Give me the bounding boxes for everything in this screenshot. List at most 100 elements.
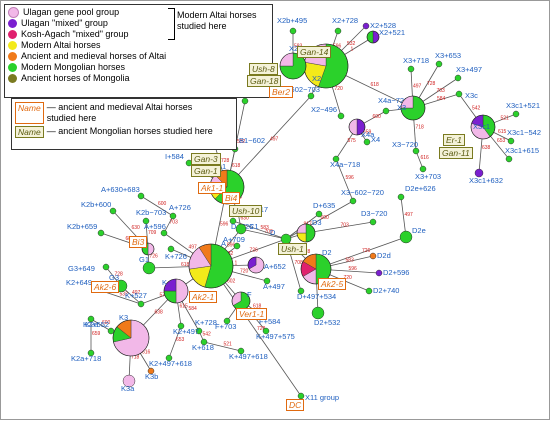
mutation-label: 726	[362, 248, 371, 254]
color-swatch	[8, 19, 17, 28]
network-edge	[140, 195, 174, 217]
mutation-label: 575	[348, 138, 357, 144]
haplogroup-label: K+527	[125, 291, 147, 300]
mongol-tag-ush-10: Ush-10	[229, 205, 263, 217]
haplogroup-label: D	[270, 228, 276, 237]
haplogroup-label: K	[162, 278, 167, 287]
haplotype-node: X3c1+615	[505, 146, 539, 163]
haplogroup-label: K2+649	[66, 278, 92, 287]
mutation-label: 618	[232, 163, 241, 169]
legend-name-tags: Name — ancient and medieval Altai horses…	[11, 98, 237, 150]
mutation-label: 659	[363, 130, 372, 136]
mutation-label: 583	[261, 225, 270, 231]
haplogroup-label: A+497	[263, 282, 285, 291]
haplotype-node: X4a	[348, 118, 375, 139]
mutation-label: 618	[181, 262, 190, 268]
mutation-label: 596	[346, 175, 355, 181]
node-slice	[375, 269, 383, 277]
haplogroup-label: D2+532	[314, 318, 340, 327]
network-edge	[90, 318, 112, 332]
haplotype-node: X2+521	[366, 28, 405, 44]
haplotype-node: X3−602−720	[341, 188, 384, 205]
haplotype-node: G1	[139, 255, 156, 275]
haplotype-node: X4	[363, 135, 380, 146]
haplogroup-label: D3−720	[361, 209, 387, 218]
node-slice	[107, 327, 115, 335]
node-slice	[122, 374, 136, 388]
mutation-label: 600	[373, 114, 382, 120]
mutation-label: 497	[413, 84, 422, 90]
haplogroup-label: K2a	[85, 320, 99, 329]
mutation-label: 521	[224, 342, 233, 348]
mutation-label: 600	[102, 320, 111, 326]
ancient-name-tag-sample: Name	[15, 102, 44, 124]
haplotype-node: K2+552	[83, 320, 115, 335]
haplogroup-label: K+497+618	[229, 352, 268, 361]
haplogroup-label: G3	[109, 273, 119, 282]
node-slice	[369, 218, 377, 226]
haplotype-node: C1	[235, 222, 259, 235]
mutation-label: 1	[351, 47, 354, 53]
node-slice	[334, 27, 342, 35]
haplotype-node: K+726	[165, 245, 187, 261]
haplogroup-label: K+497+575	[256, 332, 295, 341]
node-slice	[307, 92, 315, 100]
haplotype-node: K+618	[192, 338, 214, 352]
mutation-label: 583	[346, 258, 355, 264]
node-outline	[400, 95, 426, 121]
haplotype-node: A+497	[263, 277, 285, 291]
haplotype-node: D2	[300, 248, 332, 285]
haplogroup-label: F+703	[215, 322, 236, 331]
mutation-label: 618	[253, 304, 262, 310]
legend-bracket-label: Modern Altai horses studied here	[177, 10, 257, 31]
haplotype-node: X3+497	[454, 65, 482, 82]
mutation-label: 596	[349, 266, 358, 272]
haplogroup-label: G3+649	[68, 264, 95, 273]
haplogroup-label: X3c1+632	[469, 176, 503, 185]
haplotype-node: X7−602−703	[277, 85, 320, 100]
node-slice	[349, 197, 357, 205]
mutation-label: 497	[189, 245, 198, 251]
node-outline	[141, 242, 155, 256]
haplogroup-label: X3+653	[435, 51, 461, 60]
haplotype-node: K3	[112, 313, 150, 357]
haplogroup-label: X2+528	[370, 21, 396, 30]
color-swatch	[8, 52, 17, 61]
color-swatch	[8, 63, 17, 72]
legend-bracket	[168, 8, 175, 40]
mongol-tag-gan-14: Gan-14	[297, 46, 332, 58]
node-slice	[315, 210, 323, 218]
haplotype-node: K3a	[121, 374, 136, 393]
node-slice	[435, 60, 443, 68]
node-slice	[200, 338, 208, 346]
node-slice	[142, 217, 150, 225]
node-slice	[160, 229, 168, 237]
node-slice	[195, 327, 203, 335]
haplogroup-label: D2+596	[383, 268, 409, 277]
haplogroup-label: D2+740	[373, 286, 399, 295]
mongol-tag-gan-18: Gan-18	[247, 75, 282, 87]
node-slice	[223, 317, 231, 325]
haplotype-node: D+635	[313, 201, 335, 218]
legend-item: Ulagan "mixed" group	[5, 18, 166, 29]
mutation-label: 638	[482, 145, 491, 151]
haplogroup-label: X4a−720	[378, 96, 408, 105]
node-slice	[407, 65, 415, 73]
haplogroup-label: D3	[312, 218, 322, 227]
node-outline	[366, 30, 380, 44]
haplotype-node: A+726	[169, 203, 191, 220]
ancient-tag-bi3: Bi3	[129, 236, 148, 248]
mutation-label: 1	[235, 261, 238, 267]
network-edge	[226, 95, 312, 188]
haplotype-node: K+497+618	[229, 347, 268, 361]
mutation-label: 596	[333, 44, 342, 50]
haplotype-node: X2−496	[311, 105, 345, 120]
haplotype-node: X4a−720	[378, 96, 408, 115]
legend-item: Modern Mongolian horses	[5, 62, 166, 73]
mutation-label: 728	[221, 158, 230, 164]
node-slice	[97, 229, 105, 237]
node-slice	[397, 193, 405, 201]
mongol-tag-er-1: Er-1	[443, 134, 465, 146]
mutation-label: 728	[257, 326, 266, 332]
node-slice	[167, 245, 175, 253]
